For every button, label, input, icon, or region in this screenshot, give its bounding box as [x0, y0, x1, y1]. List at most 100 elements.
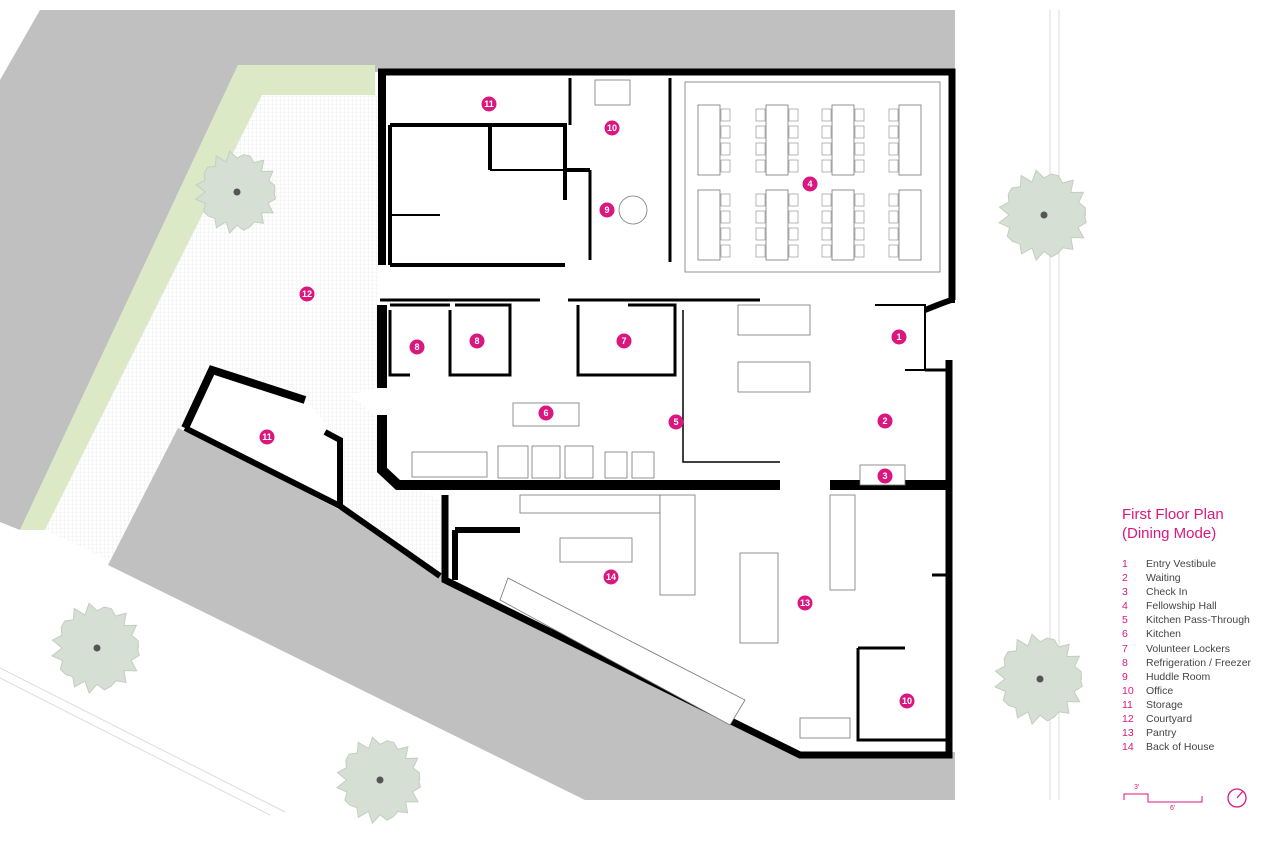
chair [755, 210, 766, 224]
chair [821, 193, 832, 207]
chair [821, 227, 832, 241]
chair [888, 210, 899, 224]
legend-label: Waiting [1146, 572, 1181, 585]
legend-number: 2 [1122, 572, 1128, 585]
plan-title-line2: (Dining Mode) [1122, 525, 1217, 542]
legend-number: 7 [1122, 642, 1128, 655]
legend-item: 4 Fellowship Hall [1122, 599, 1272, 613]
room-tag-number: 6 [543, 408, 548, 418]
room-tag: 9 [599, 202, 615, 218]
legend-number: 4 [1122, 600, 1128, 613]
chair [854, 142, 865, 156]
chair [888, 142, 899, 156]
room-tag-number: 2 [882, 416, 887, 426]
legend-number: 6 [1122, 628, 1128, 641]
green-strip [20, 65, 375, 530]
chair [854, 227, 865, 241]
room-tag: 8 [409, 339, 425, 355]
building-floor [380, 72, 952, 752]
room-tag-number: 3 [882, 471, 887, 481]
legend-label: Kitchen Pass-Through [1146, 614, 1250, 627]
legend-number: 9 [1122, 670, 1128, 683]
legend-item: 8 Refrigeration / Freezer [1122, 656, 1272, 670]
dining-table [831, 189, 855, 261]
chair [888, 159, 899, 173]
legend-number: 10 [1122, 684, 1134, 697]
room-tag: 3 [877, 468, 893, 484]
tree-icon [336, 736, 421, 825]
room-tag-number: 4 [807, 179, 812, 189]
chair [720, 244, 731, 258]
chair [720, 227, 731, 241]
room-tag-number: 13 [800, 598, 810, 608]
courtyard-paving [45, 95, 445, 578]
chair [755, 142, 766, 156]
dining-table [898, 104, 922, 176]
legend-item: 11 Storage [1122, 698, 1272, 712]
scale-large-label: 6' [1170, 805, 1176, 812]
room-tag-number: 12 [302, 289, 312, 299]
room-tag: 10 [899, 693, 915, 709]
legend-label: Back of House [1146, 741, 1215, 754]
chair [854, 244, 865, 258]
room-tag-number: 5 [673, 417, 678, 427]
chair [888, 244, 899, 258]
room-tag-number: 1 [896, 332, 901, 342]
legend-number: 8 [1122, 656, 1128, 669]
legend-label: Courtyard [1146, 713, 1193, 726]
chair [720, 108, 731, 122]
road-line [0, 677, 271, 816]
chair [720, 125, 731, 139]
chair [854, 108, 865, 122]
legend-label: Storage [1146, 698, 1183, 711]
room-tag: 14 [603, 569, 619, 585]
chair [788, 125, 799, 139]
chair [821, 244, 832, 258]
legend-label: Fellowship Hall [1146, 600, 1217, 613]
legend-number: 3 [1122, 586, 1128, 599]
chair [788, 227, 799, 241]
room-tag-number: 9 [604, 205, 609, 215]
legend-item: 7 Volunteer Lockers [1122, 642, 1272, 656]
chair [821, 108, 832, 122]
dining-table [831, 104, 855, 176]
room-tag: 11 [259, 429, 275, 445]
room-tag-number: 8 [474, 336, 479, 346]
chair [854, 193, 865, 207]
legend-label: Refrigeration / Freezer [1146, 656, 1252, 669]
scale-small-label: 3' [1134, 784, 1140, 791]
room-tag: 8 [469, 333, 485, 349]
legend-number: 13 [1122, 727, 1134, 740]
chair [821, 125, 832, 139]
room-tag-number: 11 [484, 99, 494, 109]
legend-label: Volunteer Lockers [1146, 642, 1231, 655]
trees [51, 150, 1087, 825]
chair [821, 159, 832, 173]
room-tag: 7 [616, 333, 632, 349]
scale-bar: 3' 6' [1122, 784, 1280, 821]
room-tag-number: 8 [414, 342, 419, 352]
tree-icon [998, 169, 1087, 262]
chair [888, 193, 899, 207]
chair [720, 142, 731, 156]
legend-label: Pantry [1146, 727, 1177, 740]
chair [854, 210, 865, 224]
street-bottom [108, 428, 955, 800]
chair [755, 108, 766, 122]
room-tag-number: 7 [621, 336, 626, 346]
plan-title: First Floor Plan (Dining Mode) [1122, 505, 1272, 543]
legend-label: Check In [1146, 586, 1188, 599]
tree-icon [194, 150, 277, 235]
chair [788, 142, 799, 156]
legend-number: 11 [1122, 698, 1133, 711]
chair [788, 108, 799, 122]
room-tag-number: 10 [607, 123, 617, 133]
